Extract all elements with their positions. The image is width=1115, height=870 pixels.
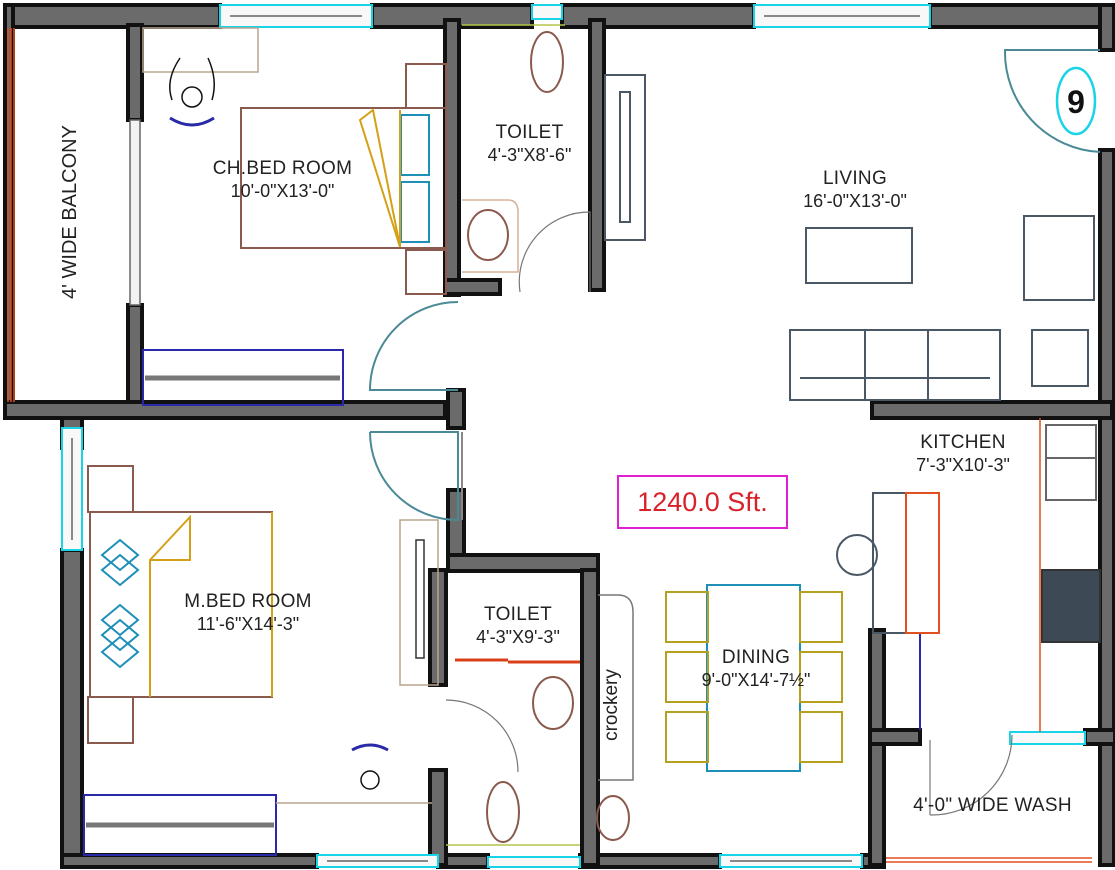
- room-name: TOILET: [495, 122, 564, 143]
- doors: [368, 49, 1101, 522]
- room-dimensions: 4'-3"X9'-3": [476, 626, 560, 647]
- room-name: CH.BED ROOM: [212, 158, 353, 179]
- room-dimensions: 10'-0"X13'-0": [230, 180, 335, 201]
- room-name: DINING: [721, 647, 791, 668]
- entry-marker-number: 9: [1067, 83, 1085, 120]
- room-name: LIVING: [822, 168, 888, 189]
- toilet-1-fixtures: [462, 24, 565, 273]
- total-area-badge: 1240.0 Sft.: [617, 475, 788, 529]
- room-name: KITCHEN: [920, 432, 1006, 453]
- room-dimensions: 7'-3"X10'-3": [916, 454, 1010, 475]
- living-furniture: [604, 74, 1095, 401]
- room-dimensions: 16'-0"X13'-0": [803, 190, 907, 211]
- room-dimensions: 9'-0"X14'-7½": [701, 669, 811, 690]
- room-dimensions: 4'-3"X8'-6": [487, 144, 572, 165]
- room-label-toilet-1: TOILET 4'-3"X8'-6": [462, 122, 597, 166]
- room-label-kitchen: KITCHEN 7'-3"X10'-3": [888, 432, 1038, 476]
- room-name: M.BED ROOM: [184, 591, 312, 612]
- room-label-toilet-2: TOILET 4'-3"X9'-3": [448, 604, 588, 648]
- kitchen-fixtures: [836, 418, 1101, 732]
- ch-bedroom-furniture: [142, 27, 447, 406]
- room-label-wash: 4'-0" WIDE WASH: [913, 795, 1072, 816]
- crockery-label: crockery: [601, 669, 622, 741]
- windows: [61, 4, 1086, 868]
- balcony-railing: [7, 28, 15, 402]
- room-label-m-bedroom: M.BED ROOM 11'-6"X14'-3": [158, 591, 338, 635]
- m-bedroom-furniture: [83, 465, 439, 856]
- room-label-living: LIVING 16'-0"X13'-0": [760, 168, 950, 212]
- room-label-ch-bedroom: CH.BED ROOM 10'-0"X13'-0": [190, 158, 375, 202]
- toilet-2-fixtures: [446, 658, 580, 846]
- room-name: TOILET: [484, 604, 552, 625]
- walls: [3, 3, 1115, 869]
- room-dimensions: 11'-6"X14'-3": [196, 613, 300, 634]
- dining-furniture: [596, 584, 843, 841]
- room-label-balcony: 4' WIDE BALCONY: [59, 125, 81, 299]
- room-label-dining: DINING 9'-0"X14'-7½": [676, 647, 836, 691]
